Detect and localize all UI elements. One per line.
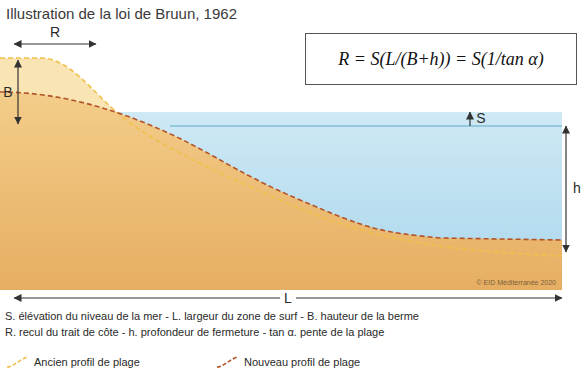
new-profile-line: [0, 92, 562, 240]
b-dimension-arrow: [17, 60, 18, 124]
legend-entry: Ancien profil de plage: [5, 356, 140, 368]
legend-entry: Nouveau profil de plage: [215, 356, 360, 368]
formula-box: R = S(L/(B+h)) = S(1/tan α): [305, 33, 577, 85]
legend-sample: [5, 356, 29, 368]
watermark: © EID Méditerranée 2020: [477, 279, 556, 287]
legend-sample: [215, 356, 239, 368]
old-profile-line: [0, 58, 562, 256]
r-dimension-arrow: [14, 43, 96, 44]
dimension-label: S: [476, 110, 485, 127]
dimension-label: R: [50, 24, 60, 41]
s-dimension-arrow: [469, 112, 470, 126]
legend-text: Nouveau profil de plage: [244, 356, 360, 368]
legend-text: Ancien profil de plage: [34, 356, 140, 368]
formula-text: R = S(L/(B+h)) = S(1/tan α): [338, 49, 543, 70]
dimension-label: B: [3, 84, 12, 101]
caption-line: S. élévation du niveau de la mer - L. la…: [5, 310, 419, 323]
old-sea-level: [170, 125, 562, 126]
caption-line: R. recul du trait de côte - h. profondeu…: [5, 326, 384, 339]
sand-body: [0, 92, 562, 290]
diagram-title: Illustration de la loi de Bruun, 1962: [6, 5, 237, 22]
eroded-volume: [0, 58, 562, 290]
h-dimension-arrow: [565, 126, 566, 252]
legend-line-sample: [217, 357, 237, 367]
dimension-label: h: [573, 180, 581, 197]
dimension-label: L: [280, 290, 296, 307]
legend-line-sample: [7, 357, 27, 367]
